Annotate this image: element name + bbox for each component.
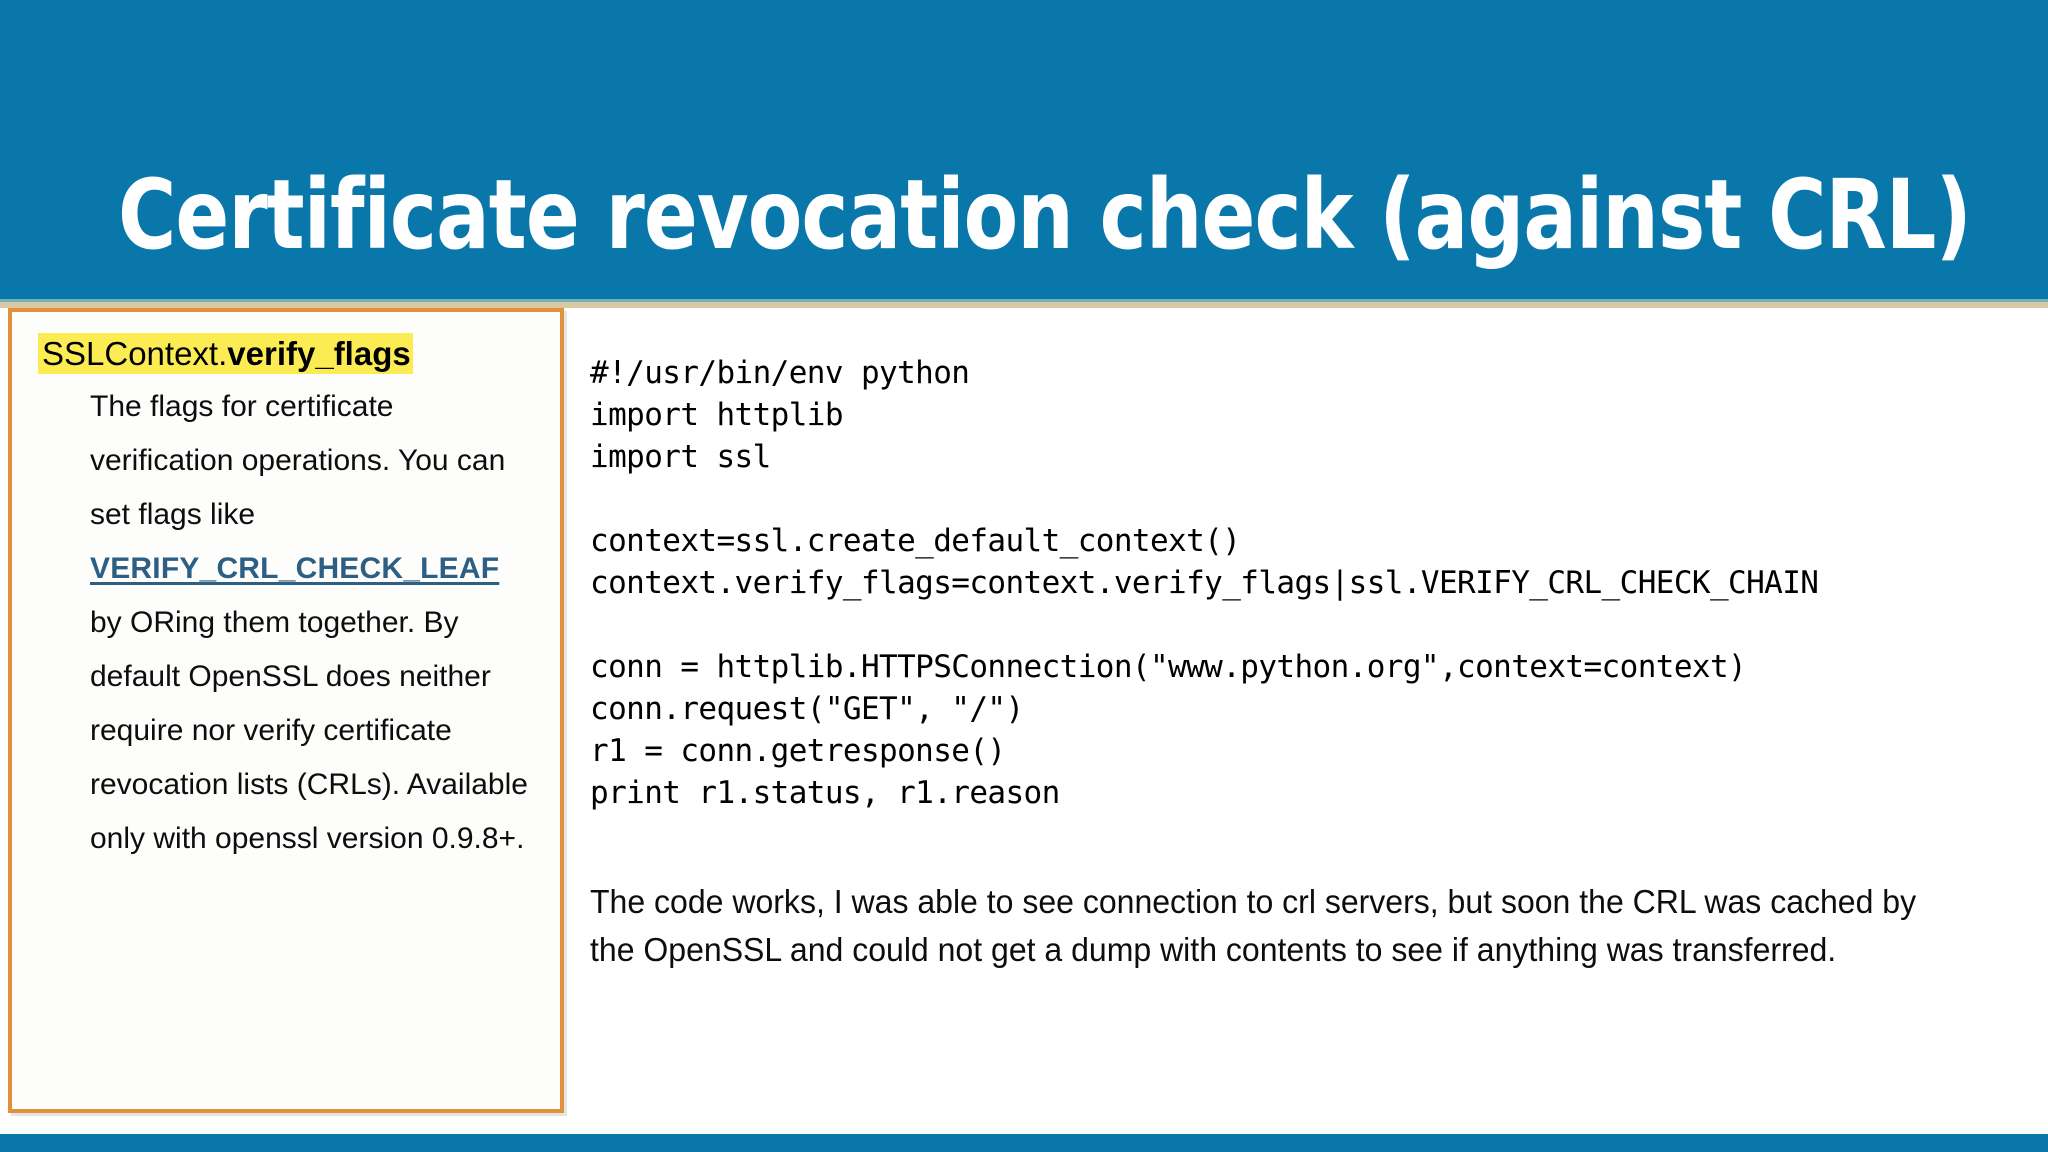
header-band <box>0 0 2048 299</box>
author-note-text: The code works, I was able to see connec… <box>590 883 1917 968</box>
definition-panel: SSLContext.verify_flags The flags for ce… <box>8 308 564 1113</box>
header-rule-teal <box>0 299 2048 302</box>
definition-text: The flags for certificate verification o… <box>90 380 538 866</box>
footer-band <box>0 1134 2048 1152</box>
term-heading: SSLContext.verify_flags <box>38 333 534 374</box>
slide-title: Certificate revocation check (against CR… <box>118 159 1972 272</box>
term-prefix: SSLContext. <box>42 335 228 372</box>
header-rule-tan <box>0 302 2048 308</box>
definition-part-before-link: The flags for certificate verification o… <box>90 390 506 532</box>
term-highlight: SSLContext.verify_flags <box>38 333 413 374</box>
definition-part-after-link: by ORing them together. By default OpenS… <box>90 606 528 856</box>
verify-crl-check-leaf-link[interactable]: VERIFY_CRL_CHECK_LEAF <box>90 552 500 586</box>
definition-panel-inner: SSLContext.verify_flags The flags for ce… <box>12 312 560 866</box>
python-code-sample: #!/usr/bin/env python import httplib imp… <box>590 355 1819 811</box>
term-attribute: verify_flags <box>227 335 411 372</box>
